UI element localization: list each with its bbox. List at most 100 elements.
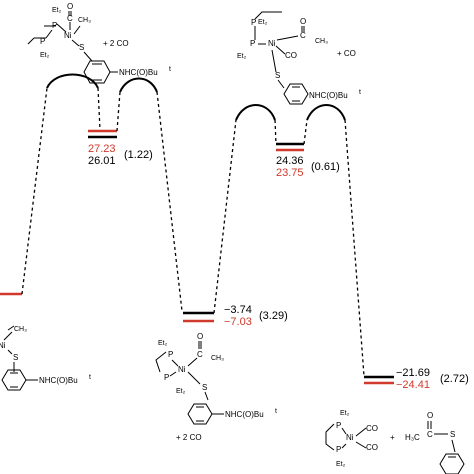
level-2-red-value: −7.03: [224, 316, 252, 328]
p-label: P: [251, 18, 256, 27]
energy-labels: 27.23 26.01 (1.22) 24.36 23.75 (0.61) −3…: [88, 143, 469, 391]
structure-b-bonds: [254, 11, 305, 89]
structure-c-bonds: [3, 325, 15, 372]
ch3-label: CH₃: [78, 17, 91, 24]
level-4-gap: (2.72): [440, 373, 469, 385]
connector-start: [21, 87, 48, 295]
connector-4: [344, 119, 365, 377]
level-2-gap: (3.29): [259, 310, 288, 322]
benzene-ring: [83, 60, 111, 84]
tert-label: t: [359, 89, 361, 96]
structure-b: P Et₂ Ni P Et₂ O C CH₃ CO S NHC(O)Bu t +…: [237, 11, 361, 105]
structure-e-acyl-bonds: [427, 421, 456, 453]
structure-d-bonds: [155, 341, 209, 401]
benzene-ring: [439, 453, 465, 474]
structure-d: Et₂ P Ni P Et₂ O C CH₃ S NHC(O)Bu t + 2 …: [155, 332, 277, 442]
structure-d-ring-bonds: [196, 406, 224, 422]
ni-label: Ni: [346, 433, 354, 442]
transition-state-3: [235, 104, 276, 121]
amide-label: NHC(O)Bu: [225, 410, 264, 419]
transition-state-2: [119, 77, 158, 93]
o-label: O: [197, 332, 203, 341]
level-3-black-value: 24.36: [276, 155, 304, 167]
structure-a-ring-bonds: [83, 51, 118, 81]
s-label: S: [79, 43, 84, 52]
p-label: P: [336, 421, 341, 430]
level-1-red-value: 27.23: [88, 143, 116, 155]
connector-3c: [303, 119, 308, 145]
et2-label: Et₂: [52, 7, 62, 14]
level-1-black-value: 26.01: [88, 155, 116, 167]
p-label: P: [164, 373, 169, 382]
benzene-ring: [187, 403, 213, 425]
p-label: P: [40, 37, 45, 46]
p-label: P: [168, 350, 173, 359]
p-label: P: [250, 39, 255, 48]
ni-label: Ni: [64, 31, 72, 40]
et2-label: Et₂: [158, 340, 168, 347]
level-1-gap: (1.22): [124, 149, 153, 161]
p-label: P: [336, 445, 341, 454]
et2-label: Et₂: [340, 410, 350, 417]
level-3-red-value: 23.75: [276, 167, 304, 179]
plus-label: +: [390, 433, 395, 442]
ch3-label: CH₃: [211, 355, 224, 362]
tert-label: t: [275, 408, 277, 415]
energy-profile: [0, 73, 394, 385]
benzene-ring: [283, 83, 309, 105]
et2-label: Et₂: [336, 461, 346, 468]
o-label: O: [300, 17, 306, 26]
o-label: O: [427, 411, 433, 420]
c-label: C: [67, 14, 73, 23]
amide-label: NHC(O)Bu: [309, 91, 348, 100]
h3c-label: H₃C: [405, 433, 420, 442]
level-2-black-value: −3.74: [224, 304, 252, 316]
structure-a: Et₂ P Ni P Et₂ O C CH₃ S NHC(O)Bu t + 2 …: [27, 2, 171, 84]
s-label: S: [450, 430, 455, 439]
ch3-label: CH₃: [14, 326, 27, 333]
tert-label: t: [89, 374, 91, 381]
level-4-black-value: −21.69: [396, 367, 430, 379]
ni-label: Ni: [0, 341, 6, 350]
s-label: S: [275, 71, 280, 80]
c-label: C: [300, 31, 306, 40]
structure-b-ring-bonds: [292, 86, 300, 102]
et2-label: Et₂: [176, 388, 186, 395]
tert-label: t: [169, 66, 171, 73]
connector-1a: [97, 87, 101, 131]
o-label: O: [67, 2, 73, 11]
amide-label: NHC(O)Bu: [119, 68, 158, 77]
s-label: S: [202, 383, 207, 392]
plus-2co-label: + 2 CO: [103, 39, 129, 48]
co-label: CO: [366, 424, 378, 433]
ni-label: Ni: [268, 39, 276, 48]
structure-c: Ni CH₃ S NHC(O)Bu t: [0, 325, 91, 391]
plus-co-label: + CO: [337, 49, 356, 58]
c-label: C: [427, 430, 433, 439]
c-label: C: [197, 350, 203, 359]
connector-3: [213, 119, 237, 314]
amide-label: NHC(O)Bu: [39, 376, 78, 385]
et2-label: Et₂: [237, 53, 247, 60]
level-3-gap: (0.61): [311, 161, 340, 173]
ni-label: Ni: [178, 365, 186, 374]
benzene-ring: [1, 369, 27, 391]
ch3-label: CH₃: [315, 38, 328, 45]
structure-a-bonds: [27, 11, 81, 47]
co-label: CO: [285, 51, 297, 60]
structure-c-ring-bonds: [10, 372, 38, 388]
s-label: S: [13, 353, 18, 362]
co-label: CO: [366, 443, 378, 452]
et2-label: Et₂: [40, 52, 50, 59]
structure-e: Et₂ P Ni P Et₂ CO CO + H₃C O C S: [325, 410, 465, 474]
connector-3b: [274, 119, 277, 145]
connector-1b: [116, 91, 121, 132]
level-4-red-value: −24.41: [396, 379, 430, 391]
et2-label: Et₂: [258, 19, 268, 26]
transition-state-4: [306, 104, 346, 121]
transition-state-1: [46, 73, 99, 89]
structure-e-bonds: [325, 423, 367, 451]
plus-2co-label: + 2 CO: [176, 433, 202, 442]
connector-2: [156, 91, 183, 312]
